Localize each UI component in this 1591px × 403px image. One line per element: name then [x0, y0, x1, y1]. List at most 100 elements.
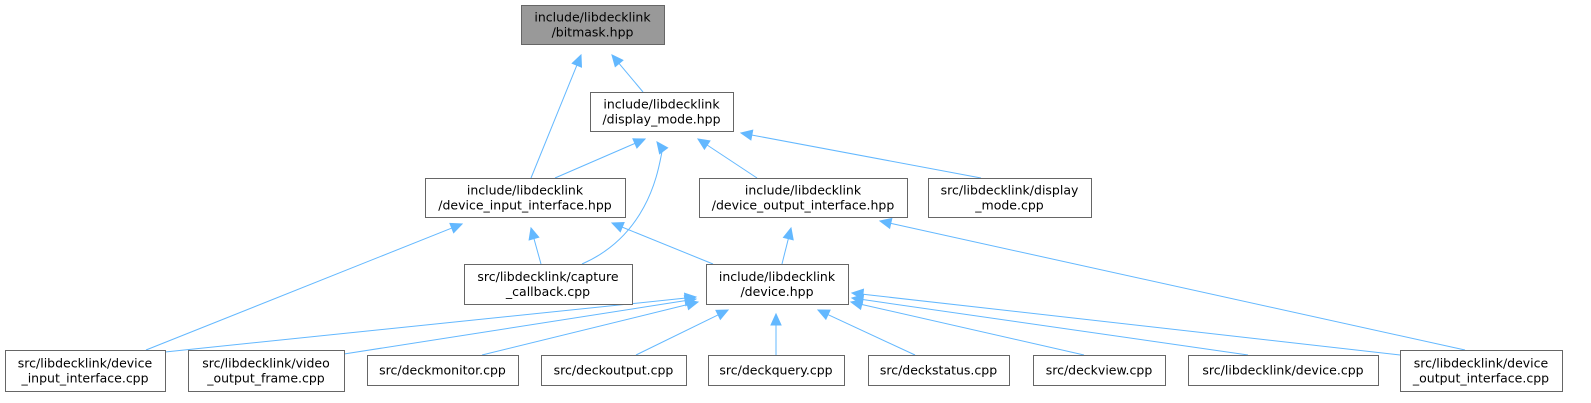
edge-line [533, 237, 542, 265]
edge-deckmonitor-includes-device_hpp [481, 299, 700, 356]
node-box [868, 355, 1010, 386]
node-deckoutput[interactable]: src/deckoutput.cpp [541, 355, 687, 386]
node-box [521, 5, 665, 45]
edge-line [554, 142, 637, 179]
edge-dev_in_hpp-includes-bitmask [530, 53, 583, 179]
node-box [541, 355, 687, 386]
edge-dev_out_cpp-includes-dev_out_hpp [878, 217, 1466, 351]
node-box [699, 178, 908, 218]
edge-deckview-includes-device_hpp [849, 298, 1085, 356]
edge-line [164, 297, 687, 353]
node-label: /bitmask.hpp [552, 25, 634, 40]
arrowhead-icon [739, 129, 754, 141]
node-dev-out-hpp[interactable]: include/libdecklink/device_output_interf… [699, 178, 908, 218]
node-box [5, 350, 166, 392]
node-device-cpp[interactable]: src/libdecklink/device.cpp [1188, 355, 1379, 386]
node-box [1400, 350, 1563, 392]
node-label: src/libdecklink/device.cpp [1202, 363, 1363, 378]
edge-line [861, 298, 1249, 356]
node-device-hpp[interactable]: include/libdecklink/device.hpp [706, 264, 849, 305]
arrowhead-icon [715, 309, 730, 321]
edge-deckstatus-includes-device_hpp [816, 309, 916, 356]
edge-device_hpp-includes-dev_out_hpp [781, 226, 794, 265]
edge-line [621, 226, 714, 265]
node-capture[interactable]: src/libdecklink/capture_callback.cpp [464, 264, 633, 305]
node-label: src/deckquery.cpp [719, 363, 832, 378]
node-label: src/libdecklink/capture [477, 269, 619, 284]
edge-display_mode-includes-bitmask [611, 54, 644, 93]
node-label: src/libdecklink/device [18, 356, 153, 371]
edge-display_mode_cpp-includes-display_mode [739, 129, 982, 179]
node-display-mode[interactable]: include/libdecklink/display_mode.hpp [590, 92, 734, 132]
edge-device_hpp-includes-dev_in_hpp [610, 221, 714, 265]
node-bitmask: include/libdecklink/bitmask.hpp [521, 5, 665, 45]
node-label: /device_input_interface.hpp [438, 198, 612, 213]
node-label: include/libdecklink [603, 97, 720, 112]
node-display-mode-cpp[interactable]: src/libdecklink/display_mode.cpp [928, 178, 1092, 218]
edge-device_cpp-includes-device_hpp [850, 293, 1249, 356]
node-deckquery[interactable]: src/deckquery.cpp [708, 355, 845, 386]
node-dev-in-hpp[interactable]: include/libdecklink/device_input_interfa… [425, 178, 626, 218]
arrowhead-icon [528, 226, 540, 241]
node-video-frame[interactable]: src/libdecklink/video_output_frame.cpp [188, 350, 345, 392]
node-label: /display_mode.hpp [602, 112, 720, 127]
edge-dev_out_hpp-includes-display_mode [696, 138, 758, 179]
edge-dev_in_hpp-includes-display_mode [554, 138, 647, 179]
edge-line [861, 293, 1401, 356]
node-box [928, 178, 1092, 218]
edge-line [826, 313, 916, 356]
edge-line [706, 144, 758, 179]
node-label: include/libdecklink [467, 183, 584, 198]
node-box [188, 350, 345, 392]
edge-capture-includes-display_mode [581, 141, 669, 265]
node-box [464, 264, 633, 305]
arrowhead-icon [610, 221, 625, 233]
node-box [367, 355, 519, 386]
node-label: _output_frame.cpp [206, 371, 325, 386]
node-dev-in-cpp[interactable]: src/libdecklink/device_input_interface.c… [5, 350, 166, 392]
node-deckmonitor[interactable]: src/deckmonitor.cpp [367, 355, 519, 386]
node-label: include/libdecklink [534, 10, 651, 25]
edge-line [860, 303, 1085, 356]
arrowhead-icon [449, 222, 464, 234]
node-label: src/deckoutput.cpp [554, 363, 674, 378]
node-deckview[interactable]: src/deckview.cpp [1033, 355, 1166, 386]
edge-deckoutput-includes-device_hpp [635, 309, 730, 356]
node-label: _mode.cpp [974, 198, 1043, 213]
edge-dev_out_cpp-includes-device_hpp [850, 288, 1401, 356]
node-label: /device.hpp [740, 284, 813, 299]
edge-line [750, 134, 982, 179]
node-label: include/libdecklink [719, 269, 836, 284]
node-box [1033, 355, 1166, 386]
arrowhead-icon [850, 288, 865, 301]
node-box [590, 92, 734, 132]
edge-line [530, 64, 578, 179]
edge-line [889, 222, 1466, 351]
node-label: src/libdecklink/display [941, 183, 1079, 198]
edge-deckquery-includes-device_hpp [770, 312, 782, 355]
edge-line [635, 313, 720, 356]
arrowhead-icon [770, 312, 782, 326]
arrowhead-icon [782, 226, 794, 241]
edges-layer [145, 53, 1466, 356]
node-label: src/deckmonitor.cpp [379, 363, 506, 378]
arrowhead-icon [571, 53, 583, 68]
edge-line [481, 303, 689, 356]
node-label: _input_interface.cpp [20, 371, 148, 386]
node-label: _callback.cpp [505, 284, 590, 299]
node-dev-out-cpp[interactable]: src/libdecklink/device_output_interface.… [1400, 350, 1563, 392]
arrowhead-icon [685, 299, 700, 311]
node-label: /device_output_interface.hpp [712, 198, 895, 213]
arrowhead-icon [696, 138, 711, 151]
arrowhead-icon [656, 141, 669, 155]
node-box [425, 178, 626, 218]
arrowhead-icon [632, 138, 647, 149]
node-label: include/libdecklink [745, 183, 862, 198]
edge-dev_in_cpp-includes-dev_in_hpp [145, 222, 464, 351]
node-label: _output_interface.cpp [1412, 371, 1549, 386]
node-label: src/libdecklink/device [1414, 356, 1549, 371]
node-box [1188, 355, 1379, 386]
node-label: src/deckview.cpp [1046, 363, 1153, 378]
node-deckstatus[interactable]: src/deckstatus.cpp [868, 355, 1010, 386]
